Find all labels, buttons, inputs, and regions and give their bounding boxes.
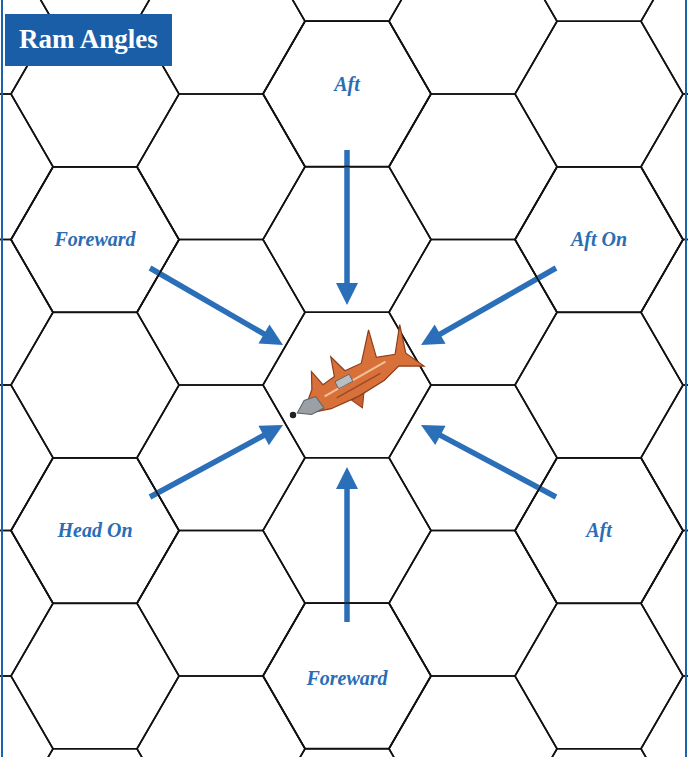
hex-label: Foreward bbox=[263, 603, 431, 748]
hex-label: Aft bbox=[515, 458, 683, 603]
angle-label: Aft bbox=[586, 519, 612, 541]
hex-cell bbox=[263, 603, 431, 748]
hex-cell bbox=[263, 21, 431, 166]
hex-cell bbox=[11, 167, 179, 312]
angle-label: Head On bbox=[58, 519, 133, 541]
hex-cell bbox=[137, 676, 305, 757]
hex-cell bbox=[389, 530, 557, 675]
hex-label: Foreward bbox=[11, 167, 179, 312]
hex-cell bbox=[515, 749, 683, 757]
hex-cell bbox=[11, 603, 179, 748]
ram-arrow bbox=[150, 268, 283, 345]
hex-cell bbox=[0, 530, 53, 675]
hex-cell bbox=[389, 0, 557, 94]
hex-cell bbox=[389, 385, 557, 530]
hex-cell bbox=[641, 0, 688, 94]
hex-cell bbox=[515, 603, 683, 748]
hex-cell bbox=[515, 312, 683, 457]
hex-cell bbox=[0, 676, 53, 757]
hex-cell bbox=[641, 385, 688, 530]
ram-arrows bbox=[150, 150, 556, 622]
hex-cell bbox=[137, 530, 305, 675]
hex-cell bbox=[641, 676, 688, 757]
angle-label: Aft bbox=[334, 73, 360, 95]
angle-label: Foreward bbox=[54, 228, 135, 250]
frame-line bbox=[685, 0, 687, 757]
hex-label: Aft bbox=[263, 21, 431, 166]
ram-arrow bbox=[421, 425, 556, 497]
hex-cell bbox=[11, 458, 179, 603]
hex-cell bbox=[0, 94, 53, 239]
arrow-shaft bbox=[344, 150, 350, 285]
arrow-shaft bbox=[439, 434, 556, 497]
hex-cell bbox=[0, 385, 53, 530]
hex-cell bbox=[263, 0, 431, 21]
hex-cell bbox=[641, 530, 688, 675]
ram-point bbox=[290, 412, 296, 418]
ram-arrow bbox=[421, 268, 556, 345]
ram-arrow bbox=[150, 425, 283, 497]
hex-cell bbox=[641, 94, 688, 239]
arrow-head bbox=[421, 425, 446, 445]
hex-cell bbox=[137, 240, 305, 385]
hex-cell bbox=[515, 21, 683, 166]
arrow-head bbox=[336, 283, 358, 305]
arrow-head bbox=[336, 467, 358, 489]
hex-cell bbox=[137, 385, 305, 530]
hex-cell bbox=[11, 749, 179, 757]
hex-cell bbox=[389, 94, 557, 239]
ram-arrow bbox=[336, 467, 358, 622]
arrow-head bbox=[258, 324, 283, 345]
ram-arrow bbox=[336, 150, 358, 305]
hex-cell bbox=[263, 312, 431, 457]
hex-cell bbox=[515, 0, 683, 21]
arrow-shaft bbox=[150, 268, 266, 335]
hex-cell bbox=[515, 458, 683, 603]
hex-cell bbox=[137, 94, 305, 239]
hex-cell bbox=[389, 676, 557, 757]
arrow-head bbox=[258, 425, 283, 445]
angle-label: Foreward bbox=[306, 667, 387, 689]
hex-cell bbox=[515, 167, 683, 312]
hex-cell bbox=[263, 749, 431, 757]
arrow-shaft bbox=[150, 435, 265, 497]
hex-cell bbox=[11, 312, 179, 457]
frame-line bbox=[1, 0, 3, 757]
hex-label: Aft On bbox=[515, 167, 683, 312]
hex-cell bbox=[0, 240, 53, 385]
ship-figure bbox=[278, 315, 427, 436]
hex-cell bbox=[641, 240, 688, 385]
angle-label: Aft On bbox=[571, 228, 627, 250]
arrow-shaft bbox=[438, 268, 556, 335]
hex-label: Head On bbox=[11, 458, 179, 603]
arrow-head bbox=[421, 325, 446, 345]
arrow-shaft bbox=[344, 487, 350, 622]
title-banner: Ram Angles bbox=[5, 14, 172, 66]
